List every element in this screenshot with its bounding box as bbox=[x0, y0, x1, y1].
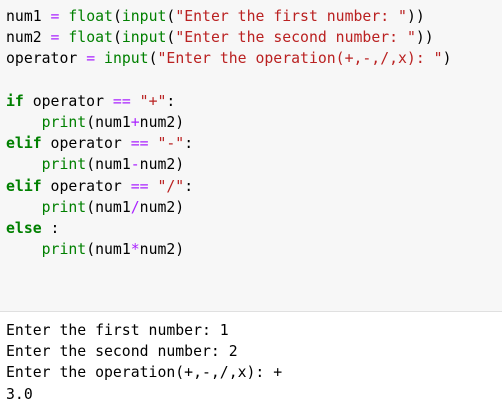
code-line: num2 = float(input("Enter the second num… bbox=[6, 27, 452, 48]
code-token: num2) bbox=[139, 241, 185, 259]
code-token: num2) bbox=[139, 113, 185, 131]
code-token: if bbox=[6, 92, 24, 110]
code-token: (num1 bbox=[86, 113, 131, 131]
code-token: operator bbox=[41, 135, 131, 153]
code-token: ) bbox=[442, 50, 452, 68]
code-line: elif operator == "-": bbox=[6, 133, 452, 154]
code-token: == bbox=[130, 177, 149, 195]
code-token: ( bbox=[166, 8, 176, 25]
code-token: else bbox=[6, 219, 42, 237]
code-token: elif bbox=[6, 135, 42, 153]
code-token: num1 bbox=[6, 8, 51, 25]
output-cell: Enter the first number: 1 Enter the secon… bbox=[0, 312, 502, 420]
code-token: "Enter the operation(+,-,/,x): " bbox=[157, 50, 443, 68]
code-token bbox=[6, 199, 42, 216]
code-token: elif bbox=[6, 177, 42, 195]
code-token: input bbox=[104, 50, 149, 68]
code-token: input bbox=[121, 29, 167, 47]
code-token: (num1 bbox=[86, 156, 131, 174]
code-input-cell[interactable]: num1 = float(input("Enter the first numb… bbox=[0, 0, 502, 311]
code-line: print(num1/num2) bbox=[6, 197, 452, 218]
code-token bbox=[131, 93, 140, 110]
code-token: "-" bbox=[157, 135, 185, 153]
output-line: Enter the first number: 1 bbox=[6, 322, 229, 339]
code-token: (num1 bbox=[86, 198, 131, 216]
code-token: "Enter the second number: " bbox=[175, 29, 416, 47]
code-token: == bbox=[112, 92, 131, 110]
code-line: else : bbox=[6, 218, 452, 239]
code-editor[interactable]: num1 = float(input("Enter the first numb… bbox=[6, 6, 452, 260]
code-line: if operator == "+": bbox=[6, 91, 452, 112]
code-token: num2) bbox=[139, 156, 185, 174]
code-token: float bbox=[68, 29, 113, 47]
code-token bbox=[6, 241, 42, 258]
code-token: * bbox=[130, 241, 140, 259]
code-token: / bbox=[130, 198, 140, 216]
output-line: Enter the operation(+,-,/,x): + bbox=[6, 364, 283, 382]
code-token: "/" bbox=[157, 177, 185, 195]
code-token: "Enter the first number: " bbox=[175, 8, 407, 25]
code-token: operator bbox=[41, 177, 131, 195]
code-line bbox=[6, 70, 452, 91]
code-token: ( bbox=[148, 50, 158, 68]
code-token: operator bbox=[6, 50, 87, 68]
code-token: print bbox=[41, 241, 87, 259]
code-token: num2 bbox=[6, 29, 51, 47]
code-token: "+" bbox=[139, 92, 167, 110]
code-line: print(num1+num2) bbox=[6, 112, 452, 133]
code-token: : bbox=[166, 92, 176, 110]
code-line: operator = input("Enter the operation(+,… bbox=[6, 48, 452, 69]
code-token: = bbox=[86, 50, 96, 68]
code-token: )) bbox=[415, 29, 434, 47]
code-token: ( bbox=[166, 29, 176, 47]
code-token: )) bbox=[406, 8, 425, 25]
code-line: elif operator == "/": bbox=[6, 176, 452, 197]
output-line: 3.0 bbox=[6, 385, 33, 403]
code-line: num1 = float(input("Enter the first numb… bbox=[6, 6, 452, 27]
code-token: == bbox=[130, 135, 149, 153]
code-token bbox=[95, 50, 104, 67]
cell-divider bbox=[0, 311, 502, 312]
code-token: : bbox=[184, 135, 194, 153]
code-token: = bbox=[50, 8, 60, 25]
code-token: : bbox=[184, 177, 194, 195]
code-token bbox=[6, 156, 42, 173]
code-token bbox=[6, 114, 42, 131]
code-token: ( bbox=[112, 29, 122, 47]
code-token: (num1 bbox=[86, 241, 131, 259]
code-token: float bbox=[68, 8, 113, 25]
code-token: print bbox=[41, 156, 87, 174]
code-token: - bbox=[130, 156, 140, 174]
code-token: + bbox=[130, 113, 140, 131]
output-area: Enter the first number: 1 Enter the secon… bbox=[6, 320, 282, 405]
code-token: = bbox=[50, 29, 60, 47]
code-token: print bbox=[41, 198, 87, 216]
code-token: print bbox=[41, 113, 87, 131]
code-token: num2) bbox=[139, 198, 185, 216]
code-token: input bbox=[121, 8, 167, 25]
code-line: print(num1-num2) bbox=[6, 154, 452, 175]
output-line: Enter the second number: 2 bbox=[6, 343, 238, 361]
code-token: : bbox=[41, 219, 60, 237]
code-token: ( bbox=[112, 8, 122, 25]
code-line: print(num1*num2) bbox=[6, 239, 452, 260]
code-token: operator bbox=[23, 92, 113, 110]
